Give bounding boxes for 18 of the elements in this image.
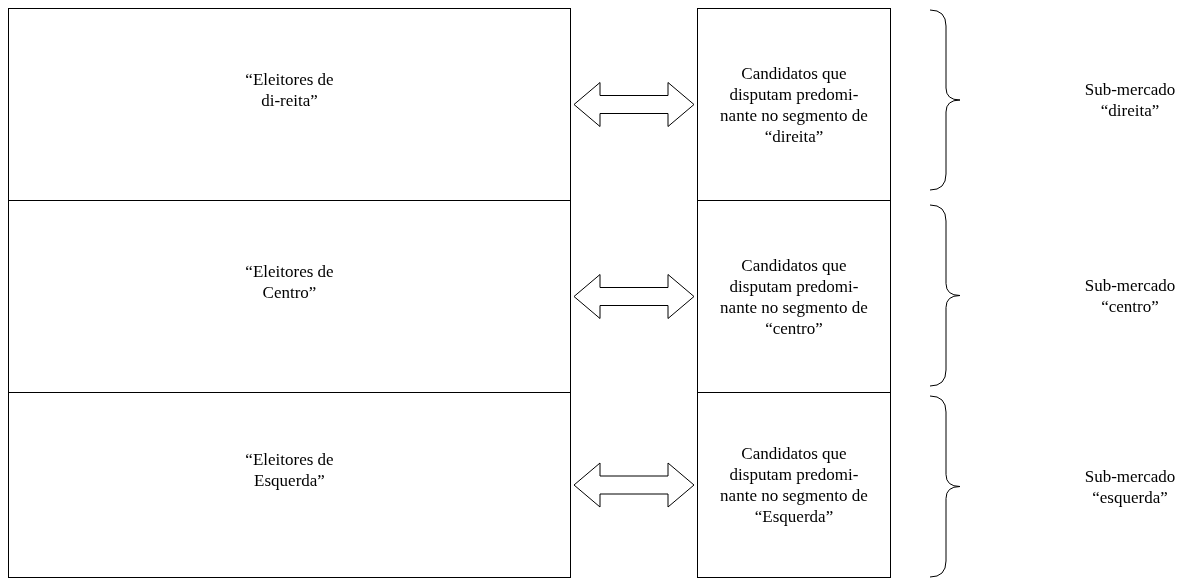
- double-arrow: [573, 82, 695, 127]
- submarket-label: Sub-mercado “centro”: [1083, 274, 1177, 317]
- box-text: “Eleitores de di-reita”: [244, 68, 335, 111]
- double-arrow: [573, 462, 695, 508]
- double-arrow: [573, 274, 695, 319]
- box-text: “Eleitores de Centro”: [244, 260, 335, 303]
- text-box: [697, 8, 891, 201]
- submarket-label: Sub-mercado “direita”: [1083, 79, 1177, 121]
- text-box: [8, 8, 571, 201]
- text-box: [8, 392, 571, 578]
- box-text: Candidatos que disputam predomi-nante no segmento de “direita”: [719, 62, 869, 147]
- text-box: [8, 200, 571, 393]
- text-box: [697, 392, 891, 578]
- submarket-label: Sub-mercado “esquerda”: [1083, 465, 1177, 508]
- box-text: “Eleitores de Esquerda”: [244, 449, 335, 491]
- box-text: Candidatos que disputam predomi-nante no segmento de “Esquerda”: [719, 443, 869, 527]
- box-text: Candidatos que disputam predomi-nante no segmento de “centro”: [719, 254, 869, 339]
- text-box: [697, 200, 891, 393]
